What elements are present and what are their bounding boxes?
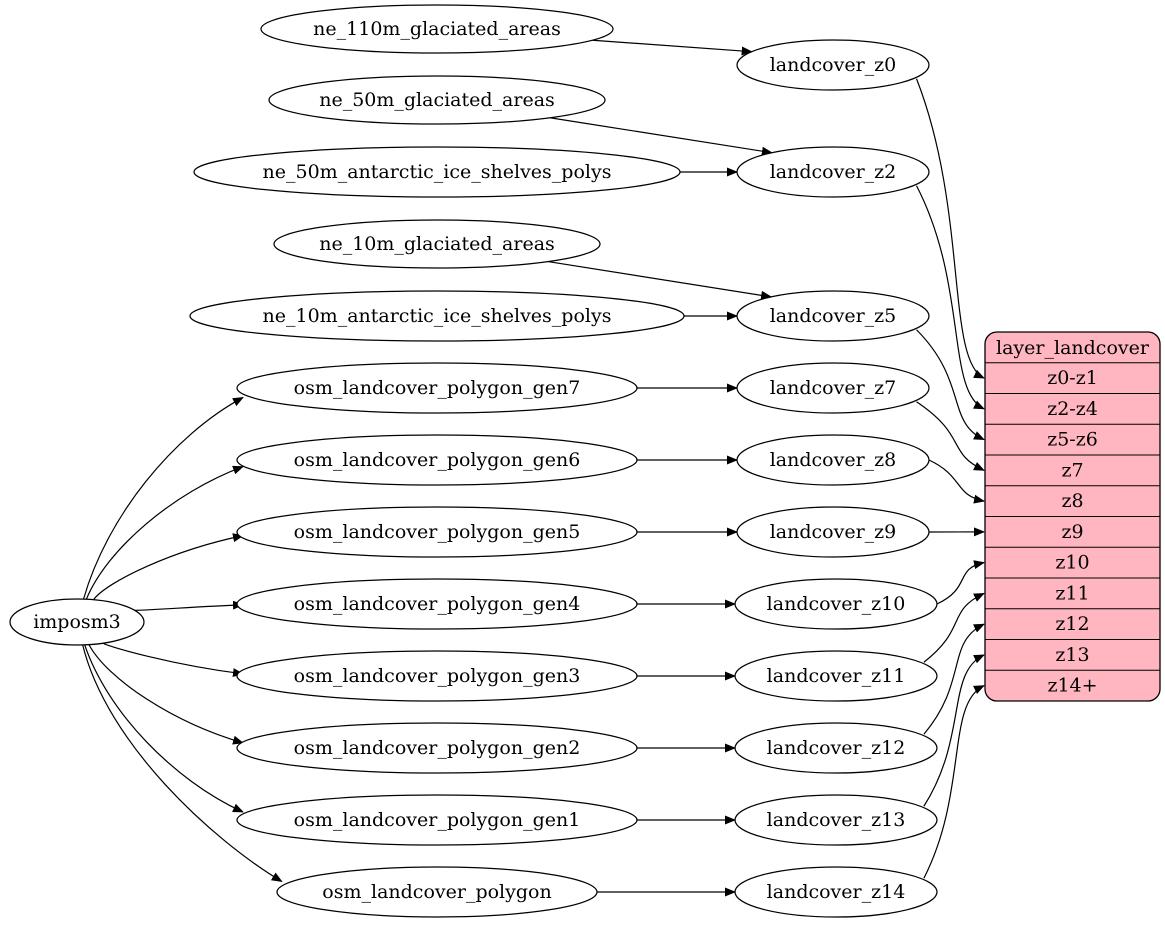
edge-imposm3-to-osm_landcover_polygon_gen6 [86,467,243,600]
node-label-osm_landcover_polygon_gen1: osm_landcover_polygon_gen1 [294,809,581,831]
node-label-ne_10m_glaciated_areas: ne_10m_glaciated_areas [319,233,555,255]
edge-ne_10m_glaciated_areas-to-landcover_z5 [548,262,771,297]
table-row-z2-z4: z2-z4 [1047,398,1098,420]
edge-imposm3-to-osm_landcover_polygon_gen5 [94,536,243,600]
node-label-imposm3: imposm3 [33,611,121,633]
edge-ne_110m_glaciated_areas-to-landcover_z0 [593,40,752,51]
node-label-ne_50m_glaciated_areas: ne_50m_glaciated_areas [319,89,555,111]
node-label-landcover_z0: landcover_z0 [770,54,897,76]
node-label-osm_landcover_polygon_gen4: osm_landcover_polygon_gen4 [294,593,581,615]
table-row-z14+: z14+ [1047,675,1097,697]
node-label-ne_10m_antarctic_ice_shelves_polys: ne_10m_antarctic_ice_shelves_polys [263,305,612,327]
table-row-z7: z7 [1061,459,1083,481]
node-label-landcover_z11: landcover_z11 [767,665,906,687]
edge-imposm3-to-osm_landcover_polygon_gen7 [84,397,243,599]
node-label-landcover_z8: landcover_z8 [770,449,897,471]
table-row-z9: z9 [1061,521,1083,543]
node-label-osm_landcover_polygon_gen3: osm_landcover_polygon_gen3 [294,665,581,687]
table-row-z8: z8 [1061,490,1083,512]
nodes-layer: imposm3 ne_110m_glaciated_areas ne_50m_gla… [10,5,937,917]
node-label-landcover_z12: landcover_z12 [767,737,906,759]
table-row-z10: z10 [1055,552,1089,574]
node-label-landcover_z5: landcover_z5 [770,305,897,327]
edge-landcover_z14-to-z14+ [924,686,984,879]
node-label-landcover_z7: landcover_z7 [770,377,897,399]
node-label-landcover_z10: landcover_z10 [767,593,906,615]
edge-landcover_z0-to-z0-z1 [917,79,984,378]
edge-imposm3-to-osm_landcover_polygon_gen2 [89,645,243,743]
node-label-osm_landcover_polygon_gen5: osm_landcover_polygon_gen5 [294,521,581,543]
table-row-z0-z1: z0-z1 [1047,367,1098,389]
node-label-landcover_z14: landcover_z14 [767,881,906,903]
node-label-landcover_z2: landcover_z2 [770,161,897,183]
edge-landcover_z2-to-z2-z4 [917,186,984,409]
table-node-layer: z0-z1 z2-z4 z5-z6 z7 z8 z9 z10 z11 z12 z13 z14+ [985,332,1160,701]
node-label-ne_110m_glaciated_areas: ne_110m_glaciated_areas [313,18,561,40]
node-label-osm_landcover_polygon_gen2: osm_landcover_polygon_gen2 [294,737,581,759]
table-title: layer_landcover [996,337,1150,359]
node-label-osm_landcover_polygon: osm_landcover_polygon [322,881,551,903]
node-label-landcover_z13: landcover_z13 [767,809,906,831]
edge-ne_50m_glaciated_areas-to-landcover_z2 [550,118,772,153]
table-row-z11: z11 [1055,582,1089,604]
edge-imposm3-to-osm_landcover_polygon_gen3 [103,643,243,674]
node-label-osm_landcover_polygon_gen6: osm_landcover_polygon_gen6 [294,449,581,471]
node-label-landcover_z9: landcover_z9 [770,521,897,543]
table-row-z12: z12 [1055,613,1089,635]
node-label-ne_50m_antarctic_ice_shelves_polys: ne_50m_antarctic_ice_shelves_polys [263,161,612,183]
edge-imposm3-to-osm_landcover_polygon_gen4 [125,605,243,611]
node-label-osm_landcover_polygon_gen7: osm_landcover_polygon_gen7 [294,377,581,399]
table-row-z13: z13 [1055,644,1089,666]
table-row-z5-z6: z5-z6 [1047,429,1098,451]
